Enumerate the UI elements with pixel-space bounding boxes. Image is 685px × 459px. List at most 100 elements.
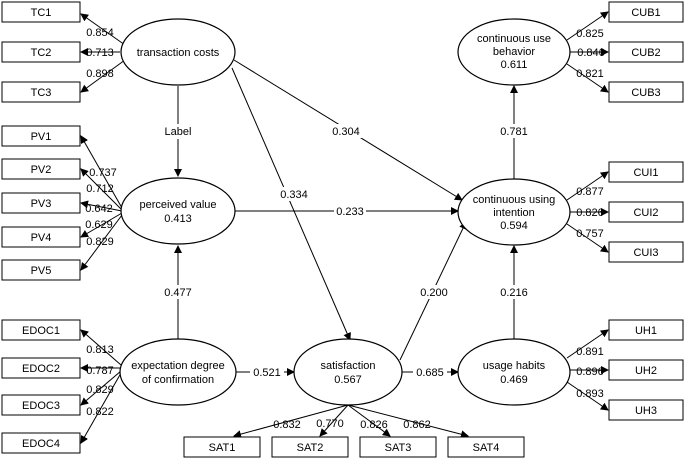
loading-arrow-uh1 <box>566 329 609 359</box>
loading-arrow-sat4 <box>347 404 469 439</box>
loading-cub2: 0.846 <box>577 47 605 59</box>
loading-arrow-pv5 <box>80 214 123 271</box>
construct-cui-r2: 0.594 <box>500 220 528 232</box>
loading-arrow-tc3 <box>80 59 126 93</box>
indicator-cub3: CUB3 <box>631 87 660 99</box>
path-coef-edoc-pv: 0.477 <box>164 287 192 299</box>
construct-uh-name: usage habits <box>483 360 546 372</box>
loading-sat2: 0.770 <box>316 418 344 430</box>
construct-tc-name: transaction costs <box>137 47 220 59</box>
loading-cui2: 0.826 <box>576 207 604 219</box>
path-coef-uh-cui: 0.216 <box>500 287 528 299</box>
loading-edoc2: 0.787 <box>86 365 114 377</box>
path-coef-tc-sat: 0.334 <box>280 189 308 201</box>
construct-expectation-confirmation: expectation degree of confirmation <box>119 338 237 406</box>
loading-arrow-pv3 <box>80 200 123 212</box>
construct-edoc-name-line2: of confirmation <box>142 374 214 386</box>
indicator-cub2: CUB2 <box>631 47 660 59</box>
indicator-pv5: PV5 <box>31 265 52 277</box>
indicator-pv3: PV3 <box>31 198 52 210</box>
indicator-sat3: SAT3 <box>385 442 412 454</box>
indicator-cui1: CUI1 <box>633 167 658 179</box>
loading-arrow-cub1 <box>566 11 609 41</box>
construct-satisfaction: satisfaction 0.567 <box>293 338 403 406</box>
construct-pv-r2: 0.413 <box>164 213 192 225</box>
indicator-pv4: PV4 <box>31 232 52 244</box>
loading-arrow-edoc1 <box>80 329 122 366</box>
indicator-edoc2: EDOC2 <box>22 363 60 375</box>
loading-cui1: 0.877 <box>576 186 604 198</box>
loading-pv5: 0.829 <box>86 236 114 248</box>
construct-cub-name-line1: continuous use <box>477 33 551 45</box>
loading-tc1: 0.854 <box>86 27 114 39</box>
loading-arrow-pv1 <box>80 135 123 209</box>
path-coef-edoc-sat: 0.521 <box>253 367 281 379</box>
indicator-tc3: TC3 <box>31 87 52 99</box>
loading-uh1: 0.891 <box>576 346 604 358</box>
construct-cub-name-line2: behavior <box>493 46 536 58</box>
loading-edoc4: 0.822 <box>86 406 114 418</box>
path-coef-sat-uh: 0.685 <box>416 367 444 379</box>
construct-cui-name-line2: intention <box>493 207 535 219</box>
construct-ellipses: transaction costs perceived value 0.413 … <box>119 18 571 406</box>
indicator-cui2: CUI2 <box>633 207 658 219</box>
path-coef-tc-cui: 0.304 <box>332 126 360 138</box>
path-coef-pv-cui: 0.233 <box>336 206 364 218</box>
loading-arrow-cui1 <box>566 171 609 201</box>
loading-cub1: 0.825 <box>576 28 604 40</box>
indicator-sat1: SAT1 <box>209 442 236 454</box>
indicator-cub1: CUB1 <box>631 7 660 19</box>
indicator-edoc3: EDOC3 <box>22 400 60 412</box>
loading-pv2: 0.712 <box>86 183 114 195</box>
loading-arrow-tc1 <box>80 13 126 46</box>
indicator-uh2: UH2 <box>635 365 657 377</box>
loading-sat3: 0.826 <box>360 419 388 431</box>
loading-arrow-sat1 <box>233 404 349 439</box>
loading-labels: 0.854 0.713 0.898 0.737 0.712 0.642 0.62… <box>85 27 605 431</box>
path-coef-sat-cui: 0.200 <box>420 287 448 299</box>
loading-cui3: 0.757 <box>576 228 604 240</box>
construct-usage-habits: usage habits 0.469 <box>457 338 571 406</box>
loading-arrow-uh3 <box>566 381 609 411</box>
construct-sat-r2: 0.567 <box>334 374 362 386</box>
loading-arrow-pv2 <box>80 168 123 211</box>
construct-cui-name-line1: continuous using <box>473 194 556 206</box>
loading-arrow-edoc4 <box>80 372 122 444</box>
construct-continuous-using-intention: continuous using intention 0.594 <box>457 178 571 246</box>
indicator-tc1: TC1 <box>31 7 52 19</box>
loading-edoc3: 0.829 <box>86 384 114 396</box>
indicator-cui3: CUI3 <box>633 247 658 259</box>
construct-uh-r2: 0.469 <box>500 374 528 386</box>
path-arrow-tc-sat <box>231 67 351 341</box>
loading-tc3: 0.898 <box>86 68 114 80</box>
indicator-edoc1: EDOC1 <box>22 325 60 337</box>
loading-sat4: 0.862 <box>403 419 431 431</box>
loading-arrow-cui3 <box>566 223 609 253</box>
construct-cub-r2: 0.611 <box>501 59 528 71</box>
loading-edoc1: 0.813 <box>86 344 114 356</box>
loading-tc2: 0.713 <box>86 47 114 59</box>
loading-arrow-edoc3 <box>80 370 122 406</box>
loading-uh2: 0.896 <box>576 366 604 378</box>
loading-pv4: 0.629 <box>85 219 113 231</box>
loading-pv1: 0.737 <box>89 167 117 179</box>
indicator-sat2: SAT2 <box>297 442 324 454</box>
loading-cub3: 0.821 <box>576 68 604 80</box>
indicator-pv1: PV1 <box>31 131 52 143</box>
indicator-uh3: UH3 <box>635 405 657 417</box>
loading-arrow-cub3 <box>566 63 609 93</box>
loading-uh3: 0.893 <box>576 388 604 400</box>
construct-transaction-costs: transaction costs <box>120 18 236 86</box>
indicator-uh1: UH1 <box>635 325 657 337</box>
loading-arrow-sat2 <box>319 404 349 437</box>
indicator-edoc4: EDOC4 <box>22 438 60 450</box>
loading-arrow-pv4 <box>80 212 123 238</box>
construct-pv-name: perceived value <box>139 199 216 211</box>
path-labels: Label 0.304 0.334 0.233 0.477 0.521 0.20… <box>161 124 531 379</box>
construct-edoc-name-line1: expectation degree <box>131 360 225 372</box>
construct-sat-name: satisfaction <box>320 360 375 372</box>
loading-pv3: 0.642 <box>85 203 113 215</box>
construct-perceived-value: perceived value 0.413 <box>120 177 236 245</box>
